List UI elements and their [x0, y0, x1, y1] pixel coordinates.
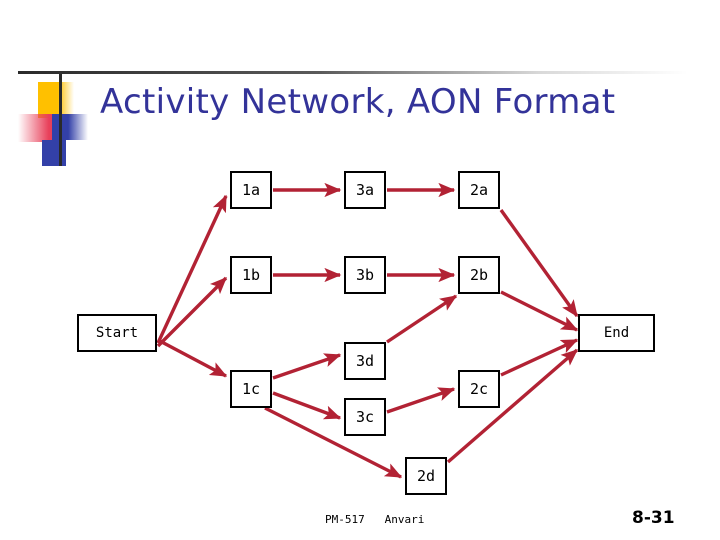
node-1a: 1a: [230, 171, 272, 209]
slide-number: 8-31: [632, 508, 675, 528]
node-2a: 2a: [458, 171, 500, 209]
node-label: 1c: [241, 380, 261, 398]
node-label: 2a: [469, 181, 489, 199]
edge-3c-to-2c: [386, 387, 456, 414]
node-3c: 3c: [344, 398, 386, 436]
decoration-vertical-rule: [59, 74, 62, 166]
node-1b: 1b: [230, 256, 272, 294]
edge-start-to-1a: [156, 194, 228, 344]
node-label: 2b: [469, 266, 489, 284]
node-3d: 3d: [344, 342, 386, 380]
node-end: End: [578, 314, 655, 352]
edge-2c-to-end: [500, 338, 579, 377]
node-label: 1a: [241, 181, 261, 199]
node-3b: 3b: [344, 256, 386, 294]
node-2c: 2c: [458, 370, 500, 408]
page-title: Activity Network, AON Format: [100, 82, 616, 122]
edge-start-to-1b: [156, 276, 228, 348]
edge-2b-to-end: [500, 290, 579, 332]
slide-title-area: Activity Network, AON Format: [0, 0, 720, 166]
edge-1c-to-2d: [264, 406, 403, 479]
node-label: Start: [95, 325, 139, 341]
node-label: 2c: [469, 380, 489, 398]
edge-2d-to-end: [446, 348, 579, 464]
decoration-blue-square-lower: [42, 140, 66, 166]
node-1c: 1c: [230, 370, 272, 408]
footer-note: PM-517 Anvari: [325, 513, 425, 526]
node-2d: 2d: [405, 457, 447, 495]
title-underline-rule: [18, 71, 688, 74]
decoration-blue-square-upper: [52, 114, 88, 140]
node-label: 3b: [355, 266, 375, 284]
edge-3d-to-2b: [386, 294, 458, 344]
edge-2a-to-end: [499, 209, 579, 318]
node-label: 2d: [416, 467, 436, 485]
node-label: 1b: [241, 266, 261, 284]
title-decoration-graphic: [18, 74, 114, 166]
edge-1c-to-3d: [272, 353, 342, 380]
node-label: 3c: [355, 408, 375, 426]
node-label: 3a: [355, 181, 375, 199]
node-start: Start: [77, 314, 157, 352]
edge-1c-to-3c: [272, 391, 342, 420]
node-label: 3d: [355, 352, 375, 370]
edge-start-to-1c: [157, 338, 228, 378]
node-2b: 2b: [458, 256, 500, 294]
node-label: End: [603, 325, 630, 341]
decoration-yellow-square: [38, 82, 74, 118]
node-3a: 3a: [344, 171, 386, 209]
